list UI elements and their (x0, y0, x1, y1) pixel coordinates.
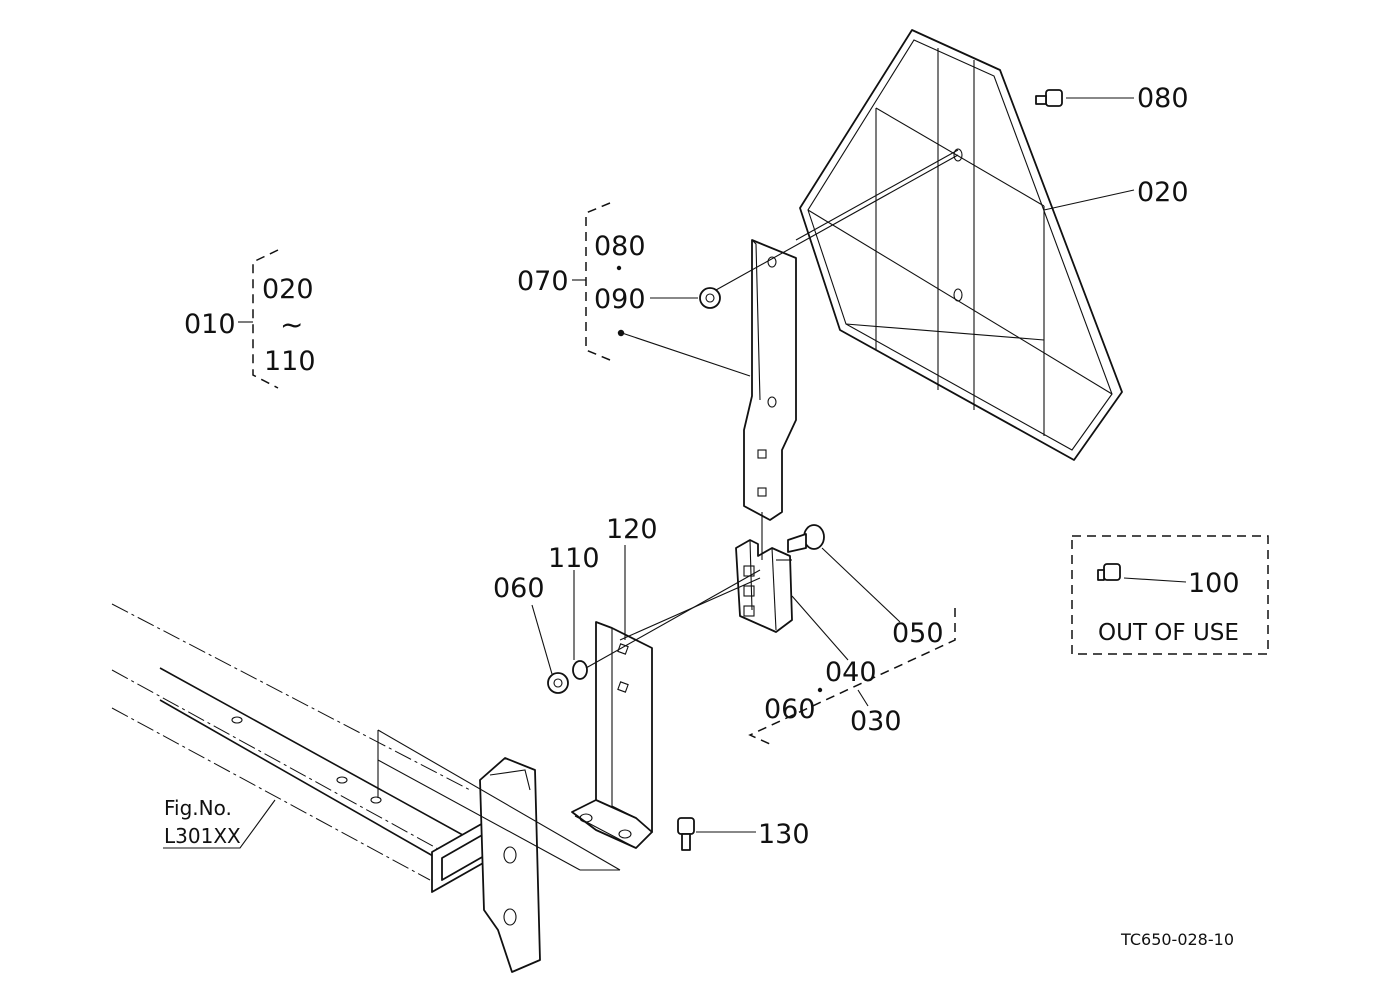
callout-labels: 010 020 ~ 110 070 080 090 080 020 120 11… (164, 83, 1240, 949)
bolt-080 (1035, 89, 1063, 107)
fig-ref-line1: Fig.No. (164, 796, 232, 820)
bullet-dots (616, 265, 823, 693)
angle-bracket (571, 621, 653, 849)
lock-washer-110 (572, 660, 588, 680)
callout-100: 100 (1188, 568, 1240, 599)
callout-120: 120 (606, 514, 658, 545)
bolt-130 (677, 817, 695, 851)
callout-030: 030 (850, 706, 902, 737)
callout-020: 020 (1137, 177, 1189, 208)
bolt-050 (787, 524, 825, 553)
callout-070: 070 (517, 266, 569, 297)
reflector-guard (799, 29, 1123, 461)
frame-beam (111, 603, 621, 973)
assembly-lines (585, 149, 959, 669)
callout-110: 110 (548, 543, 600, 574)
mounting-arm (743, 239, 797, 560)
nut-060 (547, 672, 569, 694)
callout-010-from: 020 (262, 274, 314, 305)
callout-060-b: 060 (764, 694, 816, 725)
out-of-use-box (1071, 535, 1269, 655)
callout-060-a: 060 (493, 573, 545, 604)
fig-ref-line2: L301XX (164, 824, 241, 848)
callout-010: 010 (184, 309, 236, 340)
callout-070-b: 090 (594, 284, 646, 315)
callout-070-a: 080 (594, 231, 646, 262)
callout-050: 050 (892, 618, 944, 649)
out-of-use-note: OUT OF USE (1098, 620, 1239, 646)
callout-010-to: 110 (264, 346, 316, 377)
callout-080: 080 (1137, 83, 1189, 114)
callout-040: 040 (825, 657, 877, 688)
leader-lines (531, 97, 1187, 833)
drawing-id: TC650-028-10 (1120, 930, 1234, 949)
callout-010-sep: ~ (280, 308, 303, 341)
nut-090 (699, 287, 721, 309)
clamp-block (735, 539, 793, 633)
callout-130: 130 (758, 819, 810, 850)
bolt-100 (1097, 563, 1121, 581)
group-brackets (238, 202, 1269, 746)
